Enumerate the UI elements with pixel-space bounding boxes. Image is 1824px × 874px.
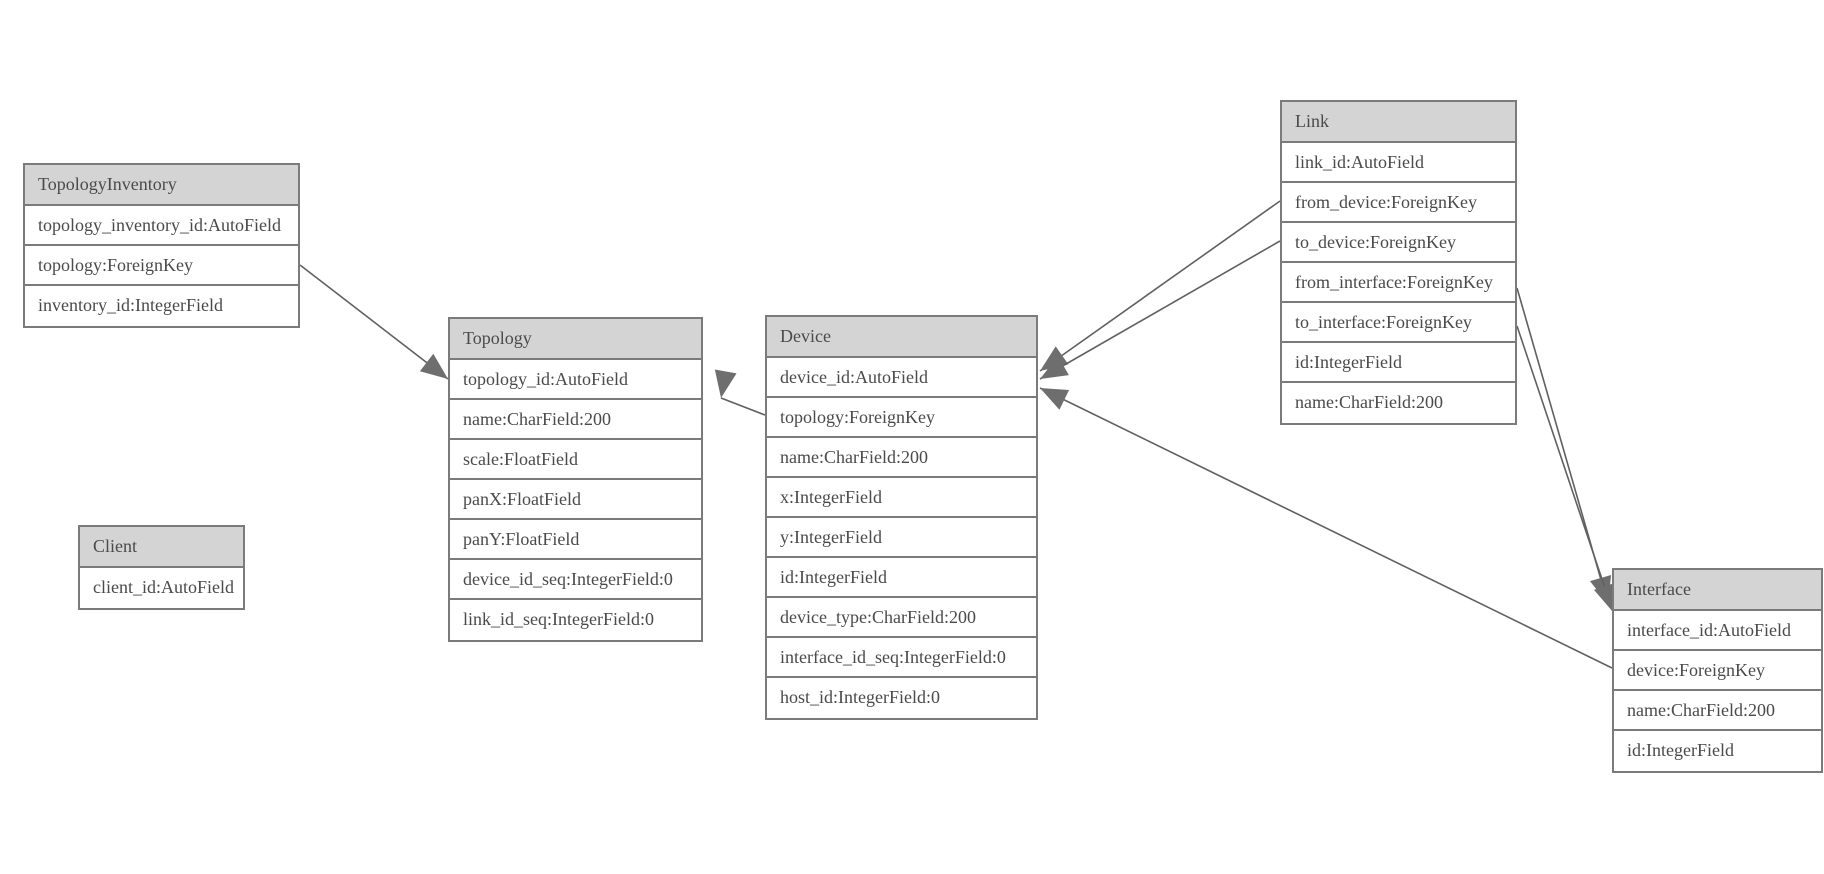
entity-field-row: from_device:ForeignKey (1282, 183, 1515, 223)
entity-field-row: x:IntegerField (767, 478, 1036, 518)
entity-field-row: topology:ForeignKey (25, 246, 298, 286)
relation-arrowhead-interface (1593, 582, 1615, 612)
entity-field-row: host_id:IntegerField:0 (767, 678, 1036, 718)
entity-field-row: interface_id:AutoField (1614, 611, 1821, 651)
entity-field-row: interface_id_seq:IntegerField:0 (767, 638, 1036, 678)
entity-field-row: panX:FloatField (450, 480, 701, 520)
relation-line-link-to-device (1039, 240, 1281, 380)
entity-field-row: panY:FloatField (450, 520, 701, 560)
entity-field-row: name:CharField:200 (1614, 691, 1821, 731)
entity-title-client: Client (80, 527, 243, 568)
entity-field-row: scale:FloatField (450, 440, 701, 480)
relation-arrowhead-device (1040, 388, 1070, 410)
entity-field-row: client_id:AutoField (80, 568, 243, 608)
relation-line-topology-inventory-topology (299, 264, 449, 380)
entity-field-row: device_type:CharField:200 (767, 598, 1036, 638)
entity-field-row: topology_id:AutoField (450, 360, 701, 400)
relation-line-device-topology (720, 397, 766, 416)
relation-arrowhead-device (1040, 356, 1069, 379)
entity-field-row: device:ForeignKey (1614, 651, 1821, 691)
entity-field-row: device_id_seq:IntegerField:0 (450, 560, 701, 600)
entity-field-row: device_id:AutoField (767, 358, 1036, 398)
entity-title-topology: Topology (450, 319, 701, 360)
entity-title-interface: Interface (1614, 570, 1821, 611)
entity-title-device: Device (767, 317, 1036, 358)
entity-field-row: name:CharField:200 (1282, 383, 1515, 423)
entity-field-row: topology_inventory_id:AutoField (25, 206, 298, 246)
entity-title-link: Link (1282, 102, 1515, 143)
entity-field-row: name:CharField:200 (767, 438, 1036, 478)
entity-field-row: topology:ForeignKey (767, 398, 1036, 438)
entity-field-row: id:IntegerField (767, 558, 1036, 598)
entity-field-row: y:IntegerField (767, 518, 1036, 558)
relation-line-link-from-device (1039, 200, 1281, 372)
entity-field-row: link_id_seq:IntegerField:0 (450, 600, 701, 640)
relation-arrowhead-topology (714, 369, 737, 398)
entity-field-row: link_id:AutoField (1282, 143, 1515, 183)
relation-arrowhead-topology (419, 353, 448, 379)
entity-field-row: id:IntegerField (1614, 731, 1821, 771)
entity-field-row: from_interface:ForeignKey (1282, 263, 1515, 303)
entity-field-row: to_interface:ForeignKey (1282, 303, 1515, 343)
entity-field-row: inventory_id:IntegerField (25, 286, 298, 326)
entity-field-row: to_device:ForeignKey (1282, 223, 1515, 263)
relation-line-link-to-interface (1516, 325, 1614, 613)
relation-line-interface-device (1039, 387, 1613, 669)
entity-title-topology-inventory: TopologyInventory (25, 165, 298, 206)
entity-field-row: name:CharField:200 (450, 400, 701, 440)
entity-field-row: id:IntegerField (1282, 343, 1515, 383)
